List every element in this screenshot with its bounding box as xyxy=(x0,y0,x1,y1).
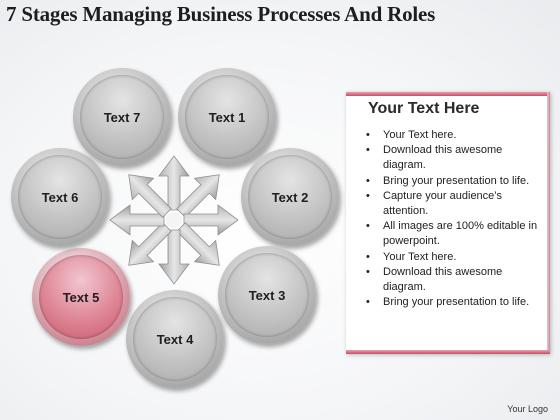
list-item: •Your Text here. xyxy=(358,250,538,265)
logo-text: Your Logo xyxy=(507,404,548,414)
arrow-icon xyxy=(109,204,165,236)
arrow-icon xyxy=(158,229,190,285)
panel-bottom-bar xyxy=(346,350,550,354)
arrow-icon xyxy=(176,222,220,266)
bullet-icon: • xyxy=(366,129,370,141)
list-item: •Your Text here. xyxy=(358,128,538,143)
arrow-icon xyxy=(183,204,239,236)
radial-arrows xyxy=(109,155,239,285)
stage-circle-4: Text 4 xyxy=(126,290,224,388)
panel-edge xyxy=(547,92,550,354)
bullet-icon: • xyxy=(366,220,370,233)
bullet-icon: • xyxy=(366,189,370,202)
stage-label: Text 1 xyxy=(208,109,246,125)
stage-label: Text 7 xyxy=(103,109,141,125)
panel-heading: Your Text Here xyxy=(368,100,480,117)
list-item: •Bring your presentation to life. xyxy=(358,174,538,189)
stage-circle-3: Text 3 xyxy=(218,246,316,344)
bullet-list: •Your Text here. •Download this awesome … xyxy=(358,128,538,310)
list-item: •All images are 100% editable in powerpo… xyxy=(366,220,538,248)
text-panel: Your Text Here •Your Text here. •Downloa… xyxy=(346,92,550,354)
list-item: •Download this awesome diagram. xyxy=(366,144,503,172)
stage-label: Text 5 xyxy=(62,289,100,305)
hub-circle xyxy=(166,212,182,228)
stage-circle-6: Text 6 xyxy=(11,148,109,246)
stage-circle-2: Text 2 xyxy=(241,148,339,246)
stage-circle-1: Text 1 xyxy=(178,68,276,166)
bullet-icon: • xyxy=(366,296,370,309)
stage-circle-7: Text 7 xyxy=(73,68,171,166)
stage-label: Text 2 xyxy=(271,189,309,205)
bullet-icon: • xyxy=(366,250,370,263)
bullet-icon: • xyxy=(366,174,370,187)
stages-diagram: Text 1 Text 2 Text 3 Text 4 Text 5 Text … xyxy=(11,68,339,388)
list-item: •Bring your presentation to life. xyxy=(358,295,538,310)
list-item: •Download this awesome diagram. xyxy=(366,265,503,294)
bullet-icon: • xyxy=(366,265,370,278)
bullet-icon: • xyxy=(366,144,370,157)
arrow-icon xyxy=(128,222,172,266)
stage-label: Text 4 xyxy=(156,331,194,347)
panel-top-bar xyxy=(346,92,550,96)
arrow-icon xyxy=(128,174,172,218)
stage-label: Text 3 xyxy=(248,287,286,303)
arrow-icon xyxy=(176,174,220,218)
page-title: 7 Stages Managing Business Processes And… xyxy=(6,2,436,26)
stage-circle-5: Text 5 xyxy=(32,248,130,346)
stage-label: Text 6 xyxy=(41,189,79,205)
list-item: •Capture your audience’s attention. xyxy=(366,189,503,218)
arrow-icon xyxy=(158,155,190,211)
